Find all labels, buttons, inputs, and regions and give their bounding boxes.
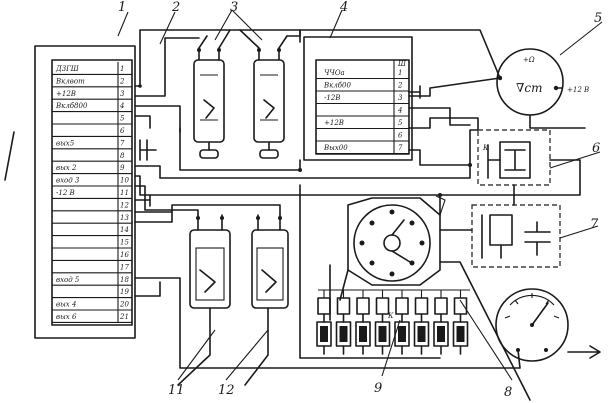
block4-pin-number: 5	[398, 119, 403, 127]
callouts: 1 2 3 4 5 6 7 8 9 11 12	[117, 0, 603, 400]
stray-mark	[4, 131, 15, 181]
block4-pin-number: 4	[397, 107, 402, 115]
block1-pin-number: 16	[120, 251, 129, 259]
block1-pin-number: 18	[120, 276, 129, 284]
callout-4: 4	[339, 0, 348, 15]
block4-pin-number: 2	[397, 82, 403, 90]
callout-7: 7	[590, 217, 599, 232]
spark-plug	[316, 290, 332, 355]
relay-box-6: К	[477, 129, 551, 186]
block1-pin-number: 17	[120, 263, 129, 271]
gauge5-right-label: +12 В	[567, 86, 589, 94]
block4-row-label: -12В	[324, 94, 340, 102]
spark-plug	[355, 290, 371, 355]
callout-12: 12	[218, 383, 235, 398]
block1-row-label: Вклвот	[55, 77, 85, 85]
block1-row-label: вход 3	[56, 177, 80, 185]
spark-plug	[413, 290, 430, 355]
spark-plug	[335, 290, 352, 355]
block1-pin-number: 21	[119, 313, 129, 321]
block1-pin-number: 8	[120, 152, 125, 160]
block4-pin-number: 3	[398, 94, 403, 102]
relay-12	[251, 214, 289, 309]
block1-row-label: вых 4	[56, 301, 76, 309]
spark-plug	[433, 290, 449, 355]
block1-pin-number: 1	[120, 65, 124, 73]
block1-row-label: +12В	[56, 90, 76, 98]
block1-row-label: -12 В	[56, 189, 75, 197]
block1-pin-number: 15	[120, 239, 129, 247]
callout-6: 6	[592, 141, 600, 156]
block1-pin-number: 3	[120, 90, 125, 98]
indicator-gauge-5: +Ω ∇ст +12 В	[496, 48, 589, 116]
callout-9: 9	[374, 381, 382, 396]
block4-header-pin: Ш	[397, 60, 407, 68]
block1-pin-number: 5	[120, 115, 125, 123]
callout-3: 3	[230, 0, 238, 15]
block1-pin-number: 6	[120, 127, 125, 135]
block4-pin-number: 7	[398, 144, 403, 152]
block4-pin-number: 6	[398, 132, 403, 140]
callout-1: 1	[118, 0, 126, 15]
block1-row-label: вых 2	[56, 164, 77, 172]
spark-plug	[374, 290, 391, 355]
callout-8: 8	[504, 385, 512, 400]
block4-row-label: ЧЧОа	[324, 69, 345, 77]
spark-plug	[394, 290, 410, 355]
block1-pin-number: 7	[120, 139, 125, 147]
callout-11: 11	[168, 383, 185, 398]
callout-5: 5	[594, 11, 602, 26]
block1-row-label: вых5	[56, 139, 75, 147]
block1-pin-number: 20	[119, 301, 129, 309]
block1-pin-number: 10	[120, 177, 129, 185]
block1-pin-number: 12	[120, 201, 129, 209]
block1-row-label: вход 5	[56, 276, 80, 284]
wiring	[134, 29, 586, 401]
block4-row-label: +12В	[324, 119, 344, 127]
block1-pin-number: 2	[119, 77, 125, 85]
relay-11	[189, 214, 231, 309]
callout-2: 2	[171, 0, 180, 15]
block1-pin-number: 4	[119, 102, 124, 110]
block1-row-label: Вклб800	[55, 102, 88, 110]
plug-row-marker: К	[387, 312, 394, 320]
block1-row-label: вых 6	[56, 313, 77, 321]
dial-gauge-8	[495, 288, 601, 362]
block4-row-label: Вклб00	[323, 82, 352, 90]
relay-pair-3	[193, 29, 288, 159]
spark-plug	[452, 290, 469, 355]
gauge5-symbol: ∇ст	[516, 81, 542, 95]
relay6-contact-label: К	[482, 144, 489, 152]
block1-pin-number: 19	[120, 288, 129, 296]
gauge5-top-label: +Ω	[523, 56, 535, 64]
block1-pin-number: 13	[120, 214, 129, 222]
distributor	[347, 195, 446, 286]
block4-row-label: Вых00	[323, 144, 348, 152]
block1-pin-number: 11	[120, 189, 129, 197]
block1-pin-number: 14	[120, 226, 129, 234]
block1-pin-number: 9	[120, 164, 125, 172]
block4-pin-number: 1	[398, 69, 402, 77]
relay-box-7	[471, 204, 561, 268]
block1-row-label: Д3ГШ	[55, 65, 80, 73]
